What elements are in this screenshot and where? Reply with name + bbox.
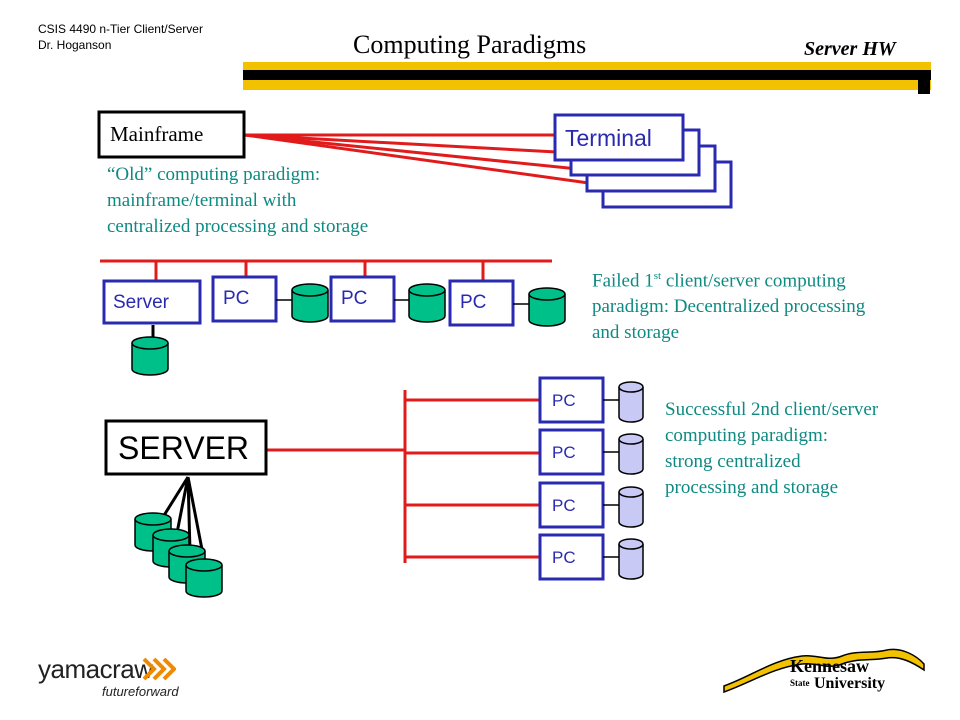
failed-caption-line-3: and storage	[592, 322, 680, 344]
server-database-icon-4	[185, 558, 223, 598]
kennesaw-line-2: University	[814, 675, 885, 692]
success-caption-line-1: Successful 2nd client/server	[665, 399, 879, 420]
pc-box-1	[211, 275, 278, 323]
failed-caption-line-2: paradigm: Decentralized processing	[592, 296, 866, 318]
logo-swoosh	[723, 648, 925, 694]
failed-caption-suffix: client/server computing	[661, 270, 846, 292]
pc-database-icon-6	[618, 486, 644, 528]
pc-branch-lines	[405, 398, 540, 559]
pc-label-2: PC	[341, 288, 367, 309]
pc-label-4: PC	[552, 391, 576, 410]
kennesaw-state: State	[790, 678, 810, 688]
pc-database-icon-4	[618, 381, 644, 423]
old-caption-line-1: “Old” computing paradigm:	[107, 164, 321, 185]
yamacraw-tagline: futureforward	[102, 684, 179, 699]
failed-paradigm-caption: Failed 1st client/server computing parad…	[592, 263, 865, 346]
server-label: Server	[113, 292, 170, 313]
mainframe-box	[97, 110, 246, 159]
pc-label-7: PC	[552, 548, 576, 567]
success-paradigm-caption: Successful 2nd client/server computing p…	[665, 397, 878, 501]
yamacraw-wordmark: yamacraw	[38, 654, 153, 684]
section-label: Server HW	[804, 38, 896, 60]
lan-drop-lines	[154, 261, 485, 281]
course-title: CSIS 4490 n-Tier Client/Server	[38, 22, 203, 36]
big-server-label: SERVER	[118, 430, 249, 466]
mainframe-label: Mainframe	[110, 122, 203, 146]
pc-database-icon-7	[618, 538, 644, 580]
success-caption-line-3: strong centralized	[665, 451, 801, 472]
pc-database-icon-2	[408, 283, 446, 323]
pc-box-7	[538, 533, 605, 581]
old-caption-line-2: mainframe/terminal with	[107, 190, 297, 211]
pc-label-3: PC	[460, 292, 486, 313]
server-database-icon	[131, 336, 169, 376]
yamacraw-logo: yamacraw futureforward	[38, 654, 179, 699]
page-title: Computing Paradigms	[353, 30, 587, 59]
pc-database-icon-3	[528, 287, 566, 327]
header-black-rule-horizontal	[243, 70, 931, 80]
instructor-name: Dr. Hoganson	[38, 38, 112, 52]
pc-label-6: PC	[552, 496, 576, 515]
terminal-connectors	[244, 133, 604, 187]
success-caption-line-4: processing and storage	[665, 477, 839, 498]
pc-label-1: PC	[223, 288, 249, 309]
pc-label-5: PC	[552, 443, 576, 462]
big-server-box	[104, 419, 268, 476]
server-box	[102, 279, 202, 325]
pc-database-icon-1	[291, 283, 329, 323]
old-paradigm-caption: “Old” computing paradigm: mainframe/term…	[107, 162, 368, 240]
failed-caption-line-1: Failed 1st client/server computing	[592, 263, 865, 294]
header-rules	[243, 62, 931, 94]
failed-caption-prefix: Failed 1	[592, 270, 654, 292]
failed-caption-superscript: st	[653, 270, 662, 282]
pc-box-3	[448, 279, 515, 327]
pc-database-icon-5	[618, 433, 644, 475]
kennesaw-state-logo: Kennesaw State University	[723, 648, 925, 694]
terminal-label: Terminal	[565, 125, 652, 151]
chevrons-icon	[142, 657, 176, 681]
terminal-stack	[553, 113, 733, 209]
pc-box-2	[329, 275, 396, 323]
success-caption-line-2: computing paradigm:	[665, 425, 829, 446]
old-caption-line-3: centralized processing and storage	[107, 216, 369, 237]
kennesaw-line-1: Kennesaw	[790, 656, 869, 676]
